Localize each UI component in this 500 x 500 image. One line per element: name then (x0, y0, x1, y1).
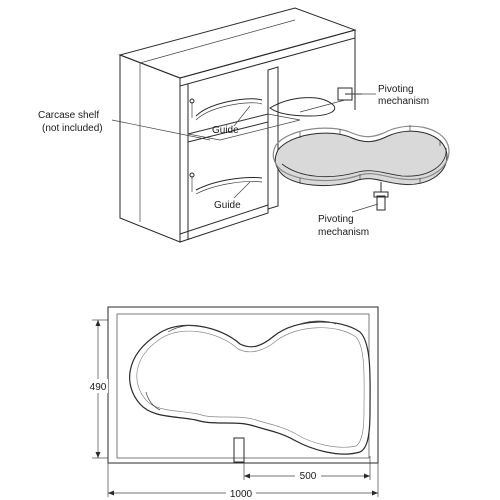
pulled-out-tray-base (274, 130, 448, 187)
label-guide-upper: Guide (212, 125, 239, 136)
cabinet-right-stile (267, 66, 279, 210)
dimension-depth: 490 (88, 319, 108, 459)
cabinet-left-side (119, 54, 181, 243)
label-pivot-upper-line2: mechanism (378, 96, 429, 107)
leader-guide-upper (233, 105, 251, 127)
lower-pivot-mechanism (373, 182, 389, 211)
label-pivot-upper-line1: Pivoting (378, 84, 414, 95)
plan-pivot-post (233, 437, 245, 463)
label-pivot-lower-line2: mechanism (318, 227, 369, 238)
dimension-partial-width: 500 (243, 456, 371, 482)
upper-guide-rail (195, 98, 263, 117)
leader-guide-lower (233, 181, 251, 199)
leader-pivot-lower (351, 203, 379, 213)
pulled-out-tray-rim (272, 125, 450, 182)
plan-tray-outline (129, 321, 371, 455)
plan-tray-inner-rim (136, 327, 365, 448)
dim-depth-value: 490 (90, 382, 107, 393)
label-pivot-lower-line1: Pivoting (318, 214, 354, 225)
cabinet-perspective (118, 7, 450, 243)
label-carcase-shelf-line2: (not included) (42, 123, 103, 134)
cabinet-top-panel (118, 7, 357, 79)
dim-total-width-value: 1000 (230, 489, 253, 500)
upper-tray-inside (269, 97, 336, 117)
dim-partial-width-value: 500 (300, 471, 317, 482)
label-guide-lower: Guide (214, 200, 241, 211)
dimension-total-width: 1000 (107, 463, 379, 500)
leader-carcase-shelf (111, 119, 211, 141)
pulled-out-tray (272, 125, 450, 187)
label-carcase-shelf-line1: Carcase shelf (38, 110, 99, 121)
lower-guide-rail (195, 177, 263, 191)
plan-view (107, 306, 379, 464)
